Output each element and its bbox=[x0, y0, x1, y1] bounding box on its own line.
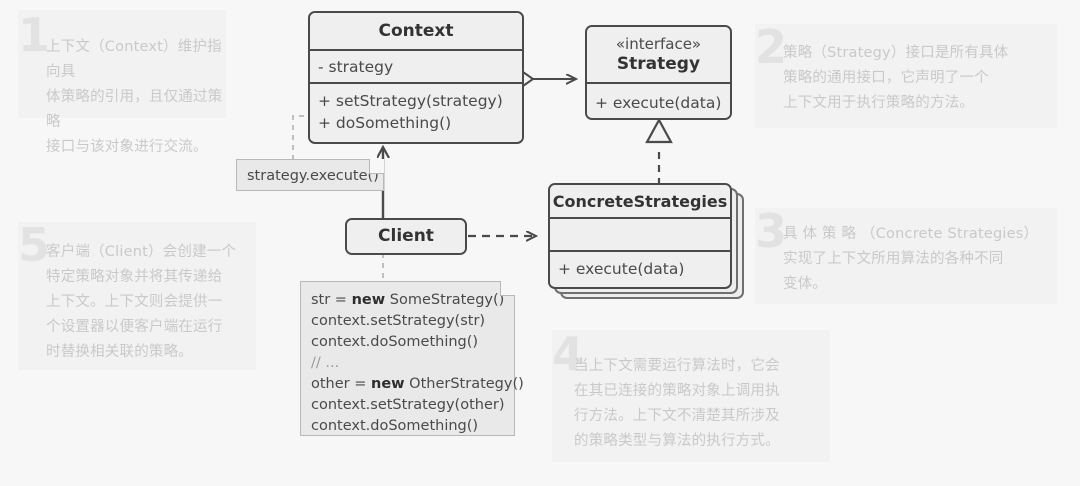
annotation-5-text: 客户端（Client）会创建一个 特定策略对象并将其传递给 上下文。上下文则会提… bbox=[46, 244, 237, 360]
annotation-1: 1 上下文（Context）维护指向具 体策略的引用，且仅通过策略 接口与该对象… bbox=[18, 8, 226, 155]
annotation-2-number: 2 bbox=[755, 20, 787, 74]
class-strategy-stereotype: «interface» bbox=[615, 34, 702, 53]
note-strategy-execute-text: strategy.execute() bbox=[247, 168, 379, 184]
annotation-3-number: 3 bbox=[755, 204, 787, 258]
method-execute-strategy: + execute(data) bbox=[595, 94, 722, 112]
leader-context-note bbox=[292, 115, 304, 160]
note-fold-corner-icon bbox=[369, 159, 384, 174]
note-code-fold-corner-icon bbox=[500, 281, 515, 296]
attribute-strategy: - strategy bbox=[318, 57, 394, 76]
class-box-client[interactable]: Client bbox=[345, 218, 467, 255]
relation-concrete-strategy bbox=[645, 117, 673, 185]
code-line: other = new OtherStrategy() bbox=[311, 376, 524, 392]
code-line: context.doSomething() bbox=[311, 334, 479, 350]
annotation-2-text: 策略（Strategy）接口是所有具体 策略的通用接口，它声明了一个 上下文用于… bbox=[783, 45, 1009, 111]
code-line: context.setStrategy(other) bbox=[311, 397, 505, 413]
class-context-header: Context bbox=[310, 13, 522, 51]
annotation-5-number: 5 bbox=[18, 218, 50, 272]
annotation-3: 3 具 体 策 略 （Concrete Strategies） 实现了上下文所用… bbox=[755, 208, 1057, 304]
class-box-context[interactable]: Context - strategy + setStrategy(strateg… bbox=[308, 11, 524, 144]
class-strategy-methods: + execute(data) bbox=[587, 84, 730, 118]
class-context-methods: + setStrategy(strategy) + doSomething() bbox=[310, 84, 522, 141]
class-box-concrete-strategies[interactable]: ConcreteStrategies + execute(data) bbox=[548, 183, 732, 289]
annotation-5: 5 客户端（Client）会创建一个 特定策略对象并将其传递给 上下文。上下文则… bbox=[18, 222, 256, 370]
note-client-code: str = new SomeStrategy() context.setStrat… bbox=[300, 281, 524, 437]
class-box-strategy[interactable]: «interface» Strategy + execute(data) bbox=[585, 25, 732, 120]
annotation-4: 4 当上下文需要运行算法时，它会 在其已连接的策略对象上调用执 行方法。上下文不… bbox=[552, 330, 830, 462]
note-strategy-execute: strategy.execute() bbox=[236, 159, 384, 191]
method-execute-concrete: + execute(data) bbox=[558, 260, 685, 278]
method-do-something: + doSomething() bbox=[318, 114, 452, 132]
code-line: context.doSomething() bbox=[311, 418, 479, 434]
class-concrete-header: ConcreteStrategies bbox=[550, 185, 730, 219]
annotation-1-number: 1 bbox=[18, 8, 50, 62]
class-strategy-header: «interface» Strategy bbox=[587, 27, 730, 84]
class-concrete-name: ConcreteStrategies bbox=[552, 191, 728, 211]
class-concrete-methods: + execute(data) bbox=[550, 252, 730, 286]
code-line: str = new SomeStrategy() bbox=[311, 292, 505, 308]
annotation-4-number: 4 bbox=[552, 327, 584, 381]
class-client-header: Client bbox=[347, 220, 465, 253]
code-note-lines: str = new SomeStrategy() context.setStrat… bbox=[311, 290, 524, 437]
annotation-2: 2 策略（Strategy）接口是所有具体 策略的通用接口，它声明了一个 上下文… bbox=[755, 24, 1057, 128]
realization-triangle bbox=[645, 117, 673, 144]
method-set-strategy: + setStrategy(strategy) bbox=[318, 92, 503, 110]
annotation-4-text: 当上下文需要运行算法时，它会 在其已连接的策略对象上调用执 行方法。上下文不清楚… bbox=[574, 358, 780, 449]
annotation-1-text: 上下文（Context）维护指向具 体策略的引用，且仅通过策略 接口与该对象进行… bbox=[46, 39, 223, 155]
annotation-3-text: 具 体 策 略 （Concrete Strategies） 实现了上下文所用算法… bbox=[783, 226, 1039, 292]
class-strategy-name: Strategy bbox=[616, 53, 701, 74]
class-client-name: Client bbox=[378, 226, 434, 246]
class-concrete-attributes bbox=[550, 219, 730, 252]
class-context-name: Context bbox=[378, 20, 454, 41]
code-line: // ... bbox=[311, 355, 340, 371]
code-line: context.setStrategy(str) bbox=[311, 313, 486, 329]
class-context-attributes: - strategy bbox=[310, 51, 522, 84]
